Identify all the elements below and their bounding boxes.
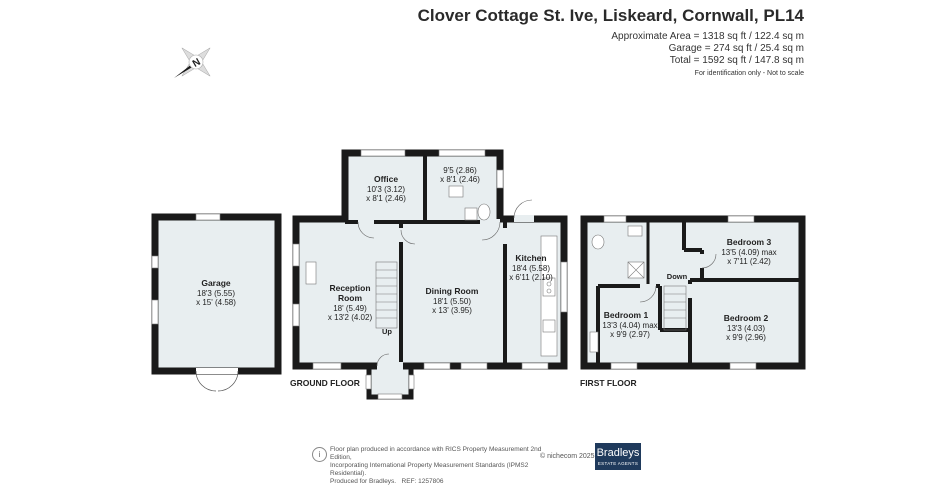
office-dim1: 10'3 (3.12) [367,185,405,194]
garage-area: Garage = 274 sq ft / 25.4 sq m [668,43,804,54]
reception-dim1: 18' (5.49) [333,304,367,313]
room-labels: Garage 18'3 (5.55) x 15' (4.58) Office 1… [196,166,777,388]
stairs-down-label: Down [667,272,688,281]
compass-letter: N [191,57,203,70]
garage-dim2: x 15' (4.58) [196,298,236,307]
reception-name2: Room [338,293,363,303]
bedroom3-name: Bedroom 3 [727,237,772,247]
stairs-up-label: Up [382,327,392,336]
garage-dim1: 18'3 (5.55) [197,289,235,298]
compass-icon: N [174,47,211,78]
brand-tag: ESTATE AGENTS [597,461,639,466]
bedroom1-dim2: x 9'9 (2.97) [610,330,650,339]
first-floor-plan [580,215,806,370]
bedroom2-dim1: 13'3 (4.03) [727,324,765,333]
rics-icon: i [312,447,327,462]
copyright-text: © nichecom 2025 [540,453,595,460]
utility-dim2: x 8'1 (2.46) [440,175,480,184]
ground-floor-label: GROUND FLOOR [290,378,360,388]
first-floor-label: FIRST FLOOR [580,378,637,388]
office-dim2: x 8'1 (2.46) [366,194,406,203]
reception-name1: Reception [329,283,370,293]
kitchen-dim1: 18'4 (5.58) [512,264,550,273]
brand-logo: Bradleys ESTATE AGENTS [595,443,641,470]
office-name: Office [374,174,398,184]
dining-dim1: 18'1 (5.50) [433,297,471,306]
total-area: Total = 1592 sq ft / 147.8 sq m [669,55,804,66]
bedroom3-dim2: x 7'11 (2.42) [727,257,771,266]
kitchen-dim2: x 6'11 (2.10) [509,273,553,282]
page-title: Clover Cottage St. Ive, Liskeard, Cornwa… [417,6,804,25]
bedroom1-dim1: 13'3 (4.04) max [602,321,657,330]
bedroom1-name: Bedroom 1 [604,310,649,320]
footer-line3: Produced for Bradleys. REF: 1257806 [330,478,560,486]
ground-floor-plan [292,149,568,400]
dining-name: Dining Room [426,286,479,296]
utility-dim1: 9'5 (2.86) [443,166,477,175]
garage-block [151,213,282,392]
dining-dim2: x 13' (3.95) [432,306,472,315]
bedroom3-dim1: 13'5 (4.09) max [721,248,776,257]
footer-ref: REF: 1257806 [401,478,444,485]
scale-note: For identification only - Not to scale [694,70,804,77]
bedroom2-name: Bedroom 2 [724,313,769,323]
footer-produced: Produced for Bradleys. [330,478,397,485]
reception-dim2: x 13'2 (4.02) [328,313,373,322]
footer-line2: Incorporating International Property Mea… [330,462,529,477]
footer-disclaimer: Floor plan produced in accordance with R… [330,446,560,486]
bedroom2-dim2: x 9'9 (2.96) [726,333,766,342]
approximate-area: Approximate Area = 1318 sq ft / 122.4 sq… [611,31,804,42]
brand-name: Bradleys [596,447,640,459]
garage-name: Garage [201,278,231,288]
footer-line1: Floor plan produced in accordance with R… [330,446,542,461]
kitchen-name: Kitchen [515,253,546,263]
